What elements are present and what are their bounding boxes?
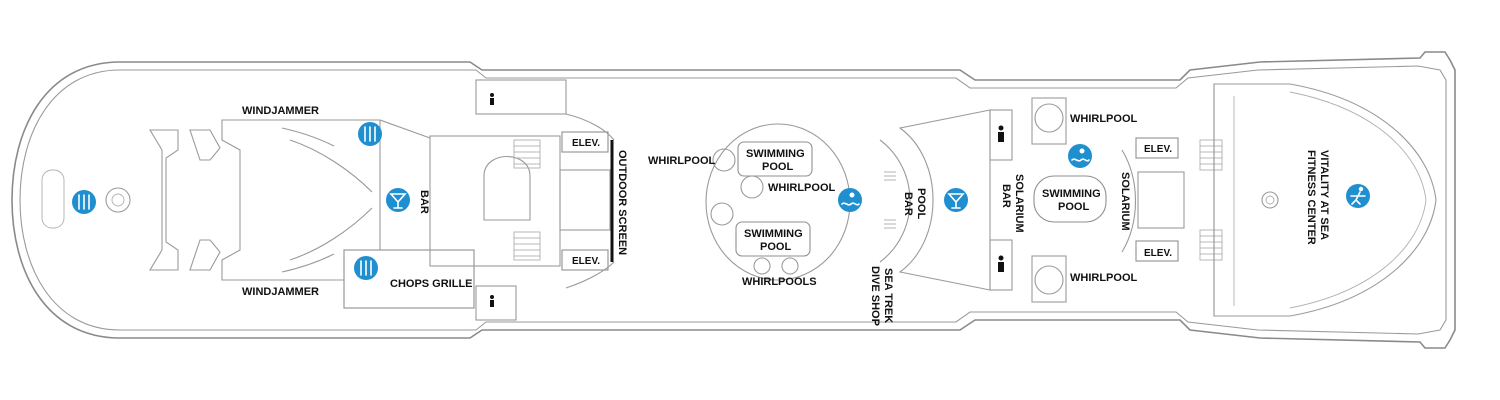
label-whirlpool-center: WHIRLPOOL: [768, 182, 835, 194]
label-whirlpools: WHIRLPOOLS: [742, 276, 817, 288]
label-fitness-1: VITALITY AT SEA: [1318, 150, 1330, 240]
label-swimming-pool-bottom-2: POOL: [760, 241, 791, 253]
restrooms: [989, 109, 1013, 291]
label-solarium-bar-1: SOLARIUM: [1013, 174, 1025, 233]
dining-icon: [354, 256, 378, 280]
label-bar: BAR: [418, 190, 430, 214]
label-pool-bar-1: POOL: [915, 188, 927, 219]
label-sea-trek-1: SEA TREK: [882, 268, 894, 323]
label-solarium-bar-2: BAR: [1000, 184, 1012, 208]
cocktail-icon: [944, 188, 968, 212]
label-sea-trek-2: DIVE SHOP: [869, 266, 881, 326]
label-elev-2: ELEV.: [572, 256, 600, 267]
pool-icon: [838, 188, 862, 212]
label-whirlpool-left: WHIRLPOOL: [648, 155, 715, 167]
label-outdoor-screen: OUTDOOR SCREEN: [616, 150, 628, 255]
label-swimming-pool-bottom-1: SWIMMING: [744, 228, 803, 240]
cocktail-icon: [386, 188, 410, 212]
label-solarium: SOLARIUM: [1119, 172, 1131, 231]
label-elev-1: ELEV.: [572, 138, 600, 149]
label-swimming-pool-top-2: POOL: [762, 161, 793, 173]
label-chops-grille: CHOPS GRILLE: [390, 278, 473, 290]
label-swimming-pool-top-1: SWIMMING: [746, 148, 805, 160]
label-solarium-pool-2: POOL: [1058, 201, 1089, 213]
midship-block: [429, 79, 615, 321]
pool-icon: [1068, 144, 1092, 168]
solarium-area: [1031, 97, 1223, 303]
label-pool-bar-2: BAR: [902, 192, 914, 216]
label-windjammer-bottom: WINDJAMMER: [242, 286, 319, 298]
fitness-icon: [1346, 184, 1370, 208]
restroom-icon: [484, 92, 500, 106]
restroom-icon: [998, 255, 1004, 272]
label-windjammer-top: WINDJAMMER: [242, 105, 319, 117]
restroom-icon: [484, 294, 500, 308]
label-solarium-pool-1: SWIMMING: [1042, 188, 1101, 200]
pool-bar-area: [879, 109, 991, 291]
dining-icon: [358, 122, 382, 146]
label-elev-3: ELEV.: [1144, 144, 1172, 155]
fitness-area: [1213, 83, 1437, 317]
label-fitness-2: FITNESS CENTER: [1305, 150, 1317, 245]
hull-outline: [11, 51, 1456, 349]
label-whirlpool-lower-right: WHIRLPOOL: [1070, 272, 1137, 284]
restroom-icon: [998, 125, 1004, 142]
dining-icon: [72, 190, 96, 214]
label-elev-4: ELEV.: [1144, 248, 1172, 259]
label-whirlpool-upper-right: WHIRLPOOL: [1070, 113, 1137, 125]
